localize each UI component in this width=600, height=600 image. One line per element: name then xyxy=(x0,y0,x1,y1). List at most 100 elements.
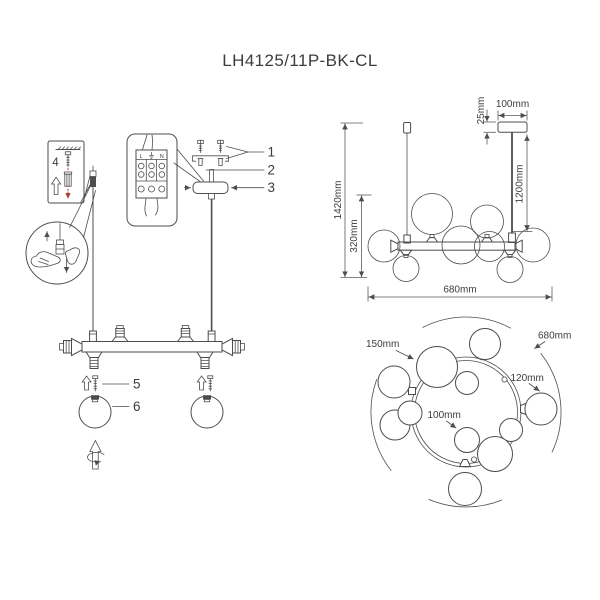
canopy xyxy=(497,121,528,133)
large-globe-label: 150mm xyxy=(366,339,399,350)
globe-screws: 5 xyxy=(81,375,214,392)
mounting-bracket-parts xyxy=(192,139,265,166)
glass-globe xyxy=(454,427,480,453)
callout-5-label: 5 xyxy=(133,377,141,392)
ceiling-cap xyxy=(403,122,412,134)
ceiling-hatch xyxy=(57,146,81,150)
glass-globe xyxy=(448,472,482,506)
glass-globe xyxy=(477,436,513,472)
rotate-icon xyxy=(87,439,105,470)
detail-leader-lines xyxy=(69,176,96,238)
glass-globes: 6 xyxy=(78,395,224,429)
top-socket xyxy=(425,237,439,243)
bottom-socket xyxy=(196,351,214,369)
end-shade-cone xyxy=(71,337,83,357)
bottom-socket xyxy=(399,249,413,256)
callout-2-label: 2 xyxy=(268,163,276,178)
glass-globe xyxy=(441,225,481,265)
suspension-length-label: 1200mm xyxy=(515,165,526,204)
glass-globe xyxy=(411,193,453,235)
dimension-canopy-height: 25mm xyxy=(476,97,496,145)
screw-icon xyxy=(64,151,72,167)
supply-wires xyxy=(142,134,153,151)
bottom-socket xyxy=(85,351,103,369)
outer-diameter-arc xyxy=(422,316,511,329)
fixture-bar xyxy=(397,241,516,251)
canopy-height-label: 25mm xyxy=(476,97,487,125)
terminal-neutral-label: N xyxy=(160,154,164,160)
wall-anchor-icon xyxy=(63,171,73,187)
screw-icon xyxy=(207,375,214,392)
terminal-live-label: L xyxy=(140,154,143,160)
top-view: 150mm 680mm 120mm 100mm xyxy=(366,316,571,508)
ring-socket xyxy=(458,459,472,467)
canopy-assembly xyxy=(184,169,265,331)
page-title: LH4125/11P-BK-CL xyxy=(222,51,377,70)
screw-icon xyxy=(217,139,224,153)
hand-icon xyxy=(65,247,81,265)
dimension-suspension-length: 1200mm xyxy=(512,134,533,232)
glass-globe xyxy=(392,255,420,282)
fixture-bar-exploded xyxy=(59,325,245,369)
glass-globe xyxy=(367,229,401,263)
glass-globe xyxy=(524,392,558,426)
screw-icon xyxy=(92,375,99,392)
canopy-width-label: 100mm xyxy=(496,99,529,110)
callout-1-wedge xyxy=(226,146,250,159)
bolt-icon xyxy=(218,158,223,166)
glass-globe xyxy=(377,365,411,399)
fixture-bar xyxy=(81,341,223,353)
insert-arrow-icon xyxy=(196,375,207,391)
top-socket xyxy=(176,325,195,342)
end-shade-cone xyxy=(390,239,399,254)
callout-4-label: 4 xyxy=(52,157,59,169)
glass-globe xyxy=(496,256,524,283)
hand-adjust-detail xyxy=(25,221,89,285)
assembly-diagram: 4 xyxy=(25,133,276,470)
small-globe-label: 100mm xyxy=(428,410,461,421)
end-shade-cone xyxy=(221,337,233,357)
top-socket xyxy=(110,325,130,342)
hand-icon xyxy=(30,251,61,268)
label-overall-diameter: 680mm xyxy=(534,331,571,349)
glass-globe xyxy=(455,371,479,395)
dimension-width: 680mm xyxy=(367,285,553,302)
label-large-globe: 150mm xyxy=(366,339,414,360)
threaded-nipple xyxy=(209,169,215,183)
outer-diameter-arc xyxy=(370,379,392,471)
glass-globe xyxy=(397,400,423,426)
screw-icon xyxy=(197,139,204,153)
callout-3-label: 3 xyxy=(268,180,276,195)
width-label: 680mm xyxy=(443,285,476,296)
body-height-label: 320mm xyxy=(349,219,360,252)
glass-globes-top xyxy=(377,328,558,506)
glass-globe xyxy=(469,328,501,360)
earth-icon xyxy=(149,152,154,159)
canopy xyxy=(192,181,229,194)
glass-globes xyxy=(367,193,551,283)
side-view: 1420mm 320mm 680mm 1200mm xyxy=(333,97,553,302)
bolt-icon xyxy=(198,158,203,166)
label-medium-globe: 120mm xyxy=(511,373,544,392)
glass-globe xyxy=(474,231,505,262)
insert-arrow-icon xyxy=(50,176,62,195)
overall-diameter-label: 680mm xyxy=(538,331,571,342)
outer-diameter-arc xyxy=(540,353,562,453)
medium-globe-label: 120mm xyxy=(511,373,544,384)
insert-arrow-icon xyxy=(81,375,92,391)
cord-grip xyxy=(69,165,97,238)
glass-globe xyxy=(515,227,551,263)
lamp-wires xyxy=(144,197,159,217)
glass-globe xyxy=(416,346,458,388)
bottom-socket xyxy=(503,249,517,256)
callout-1-label: 1 xyxy=(268,145,276,160)
ring-socket xyxy=(408,387,416,395)
label-small-globe: 100mm xyxy=(428,410,461,429)
callout-6-label: 6 xyxy=(133,399,141,414)
total-height-label: 1420mm xyxy=(333,181,344,220)
dimension-total-height: 1420mm xyxy=(333,122,363,278)
glass-globe xyxy=(499,418,523,442)
glass-globe xyxy=(470,204,504,239)
detail-leader-lines xyxy=(173,148,204,183)
